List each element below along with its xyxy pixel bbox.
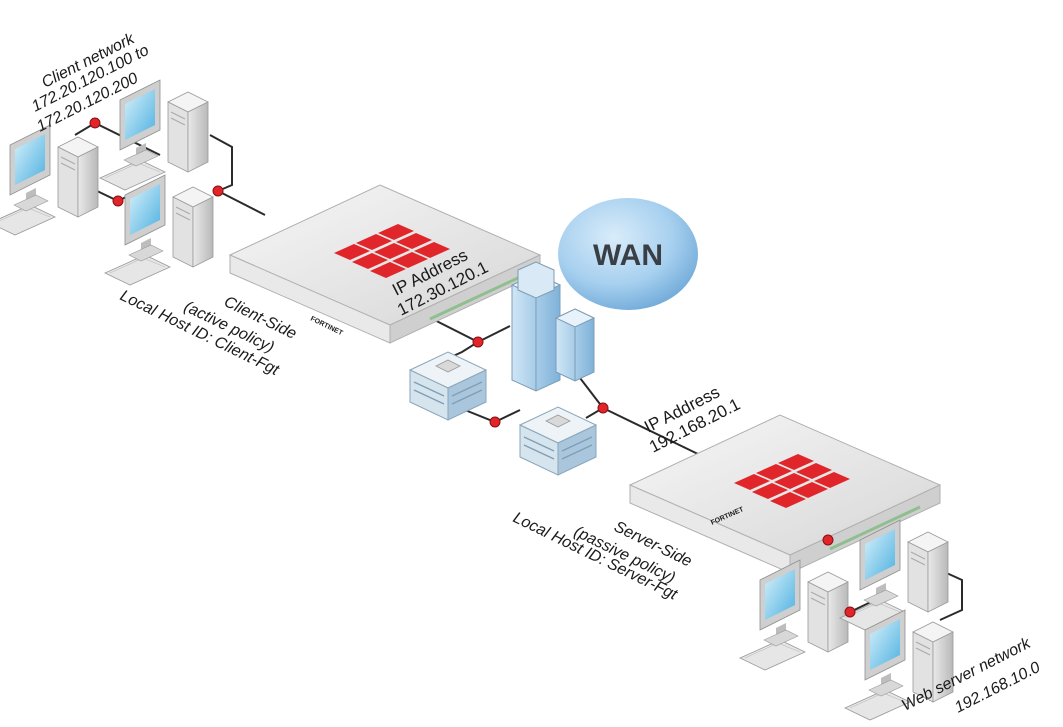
server-lan-link-right	[939, 569, 963, 621]
link-nodes	[89, 117, 856, 618]
office-towers	[510, 261, 596, 392]
client-pc-3	[104, 174, 214, 286]
wan-label: WAN	[593, 239, 663, 272]
client-fgt-label: Client-Side (active policy) Local Host I…	[117, 287, 299, 379]
server-fgt-label: Server-Side (passive policy) Local Host …	[510, 509, 694, 604]
router-office-2	[519, 406, 597, 476]
web-server-pc-1	[739, 559, 849, 671]
router2-to-server-fgt-link	[602, 407, 701, 456]
router-to-towers-link	[477, 325, 511, 343]
client-bus-link	[209, 134, 233, 192]
router-office-1	[409, 351, 487, 421]
wan-cloud: WAN	[558, 198, 698, 310]
client-to-fgt-link	[217, 190, 266, 216]
client-pc-1	[0, 124, 99, 236]
server-fgt-line3: Local Host ID: Server-Fgt	[510, 509, 680, 604]
